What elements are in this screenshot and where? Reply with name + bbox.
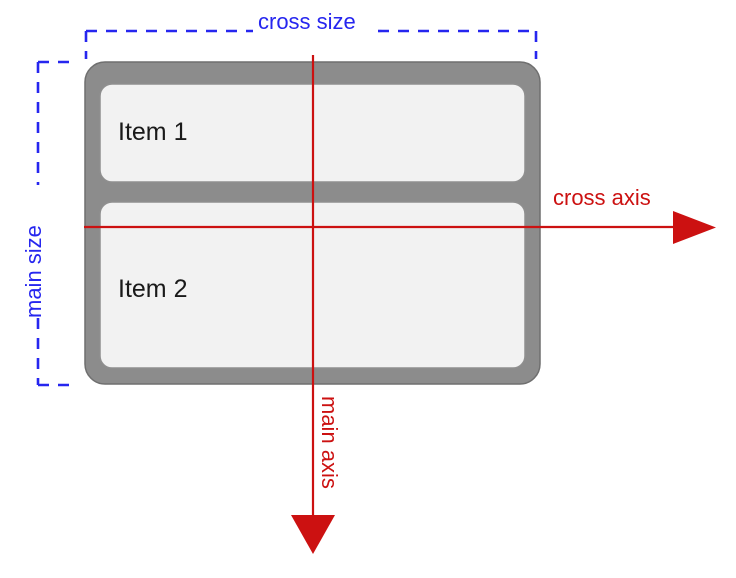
flex-item-1-label: Item 1 — [118, 118, 188, 146]
main-axis-arrowhead — [291, 515, 335, 554]
cross-size-label: cross size — [258, 9, 356, 34]
cross-axis-label: cross axis — [553, 185, 651, 210]
main-size-label: main size — [21, 225, 46, 318]
flex-item-2-label: Item 2 — [118, 275, 188, 303]
cross-axis-arrowhead — [673, 211, 716, 244]
main-axis-label: main axis — [317, 396, 342, 489]
